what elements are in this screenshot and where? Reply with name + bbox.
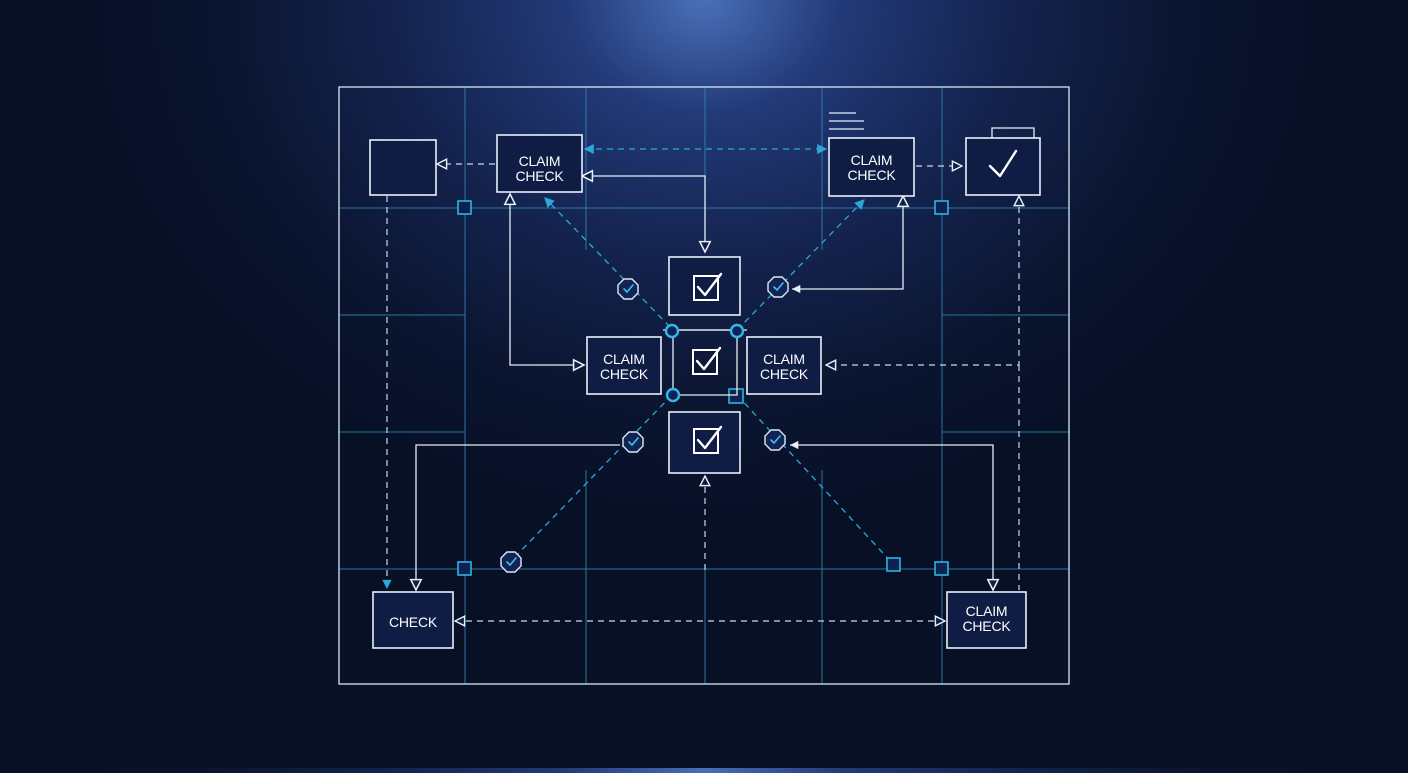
check-label: CHECK [389,614,438,630]
ring-node [665,387,681,403]
connector-top-claim-to-center [582,176,705,252]
check-node-icon [500,551,522,573]
claim-label: CLAIM [851,152,893,168]
connector-node-to-bottom-right-claim [790,445,993,590]
connector-diag-bottom-left [509,394,673,563]
square-node [457,200,472,215]
checkbox-center-top [668,256,741,316]
diagram-frame [338,86,1070,685]
center-cluster-outline [672,329,738,396]
check-label: CHECK [962,618,1011,634]
checkbox-checked-icon [692,346,722,375]
square-node [934,561,949,576]
checkbox-checked-icon [693,425,723,454]
square-node [886,557,901,572]
octagon-check-nodes [500,276,789,573]
connector-top-right-claim-to-node [792,196,903,289]
connector-node-to-bottom-check [416,444,620,590]
connector-mid-left-to-top-claim [510,194,584,365]
square-node [457,561,472,576]
claim-label: CLAIM [519,153,561,169]
ring-nodes [664,323,745,403]
checkbox-checked-icon [693,272,723,301]
check-label: CHECK [847,167,896,183]
square-node [728,388,744,404]
check-label: CHECK [760,366,809,382]
empty-box [369,139,437,196]
center-cluster [663,329,747,396]
claim-check-box-bottom-right [946,591,1027,649]
connectors [387,149,1019,621]
claim-check-box-middle-left [586,336,662,395]
check-node-icon [767,276,789,298]
claim-check-box-top-right [828,137,915,197]
claim-check-box-top [496,134,583,193]
check-label: CHECK [515,168,564,184]
check-box-bottom-left [372,591,454,649]
ring-node [729,323,745,339]
claim-label: CLAIM [763,351,805,367]
document-lines-icon [829,112,864,130]
square-node [934,200,949,215]
square-nodes [457,200,949,576]
connector-diag-bottom-right [736,394,894,565]
connector-diag-top-left [545,198,671,328]
claim-label: CLAIM [603,351,645,367]
check-node-icon [764,429,786,451]
claim-check-box-middle-right [746,336,822,395]
checkbox-center-bottom [668,411,741,474]
connector-diag-top-right [736,200,864,331]
checked-folder-icon [965,127,1041,196]
check-label: CHECK [600,366,649,382]
claim-label: CLAIM [966,603,1008,619]
diagram-boxes: CLAIM CHECK CLAIM CHECK CLAIM CHECK [369,112,1041,649]
connector-checked-doc-to-mid-right [826,196,1019,365]
check-node-icon [622,431,644,453]
ring-node [664,323,680,339]
check-node-icon [617,278,639,300]
